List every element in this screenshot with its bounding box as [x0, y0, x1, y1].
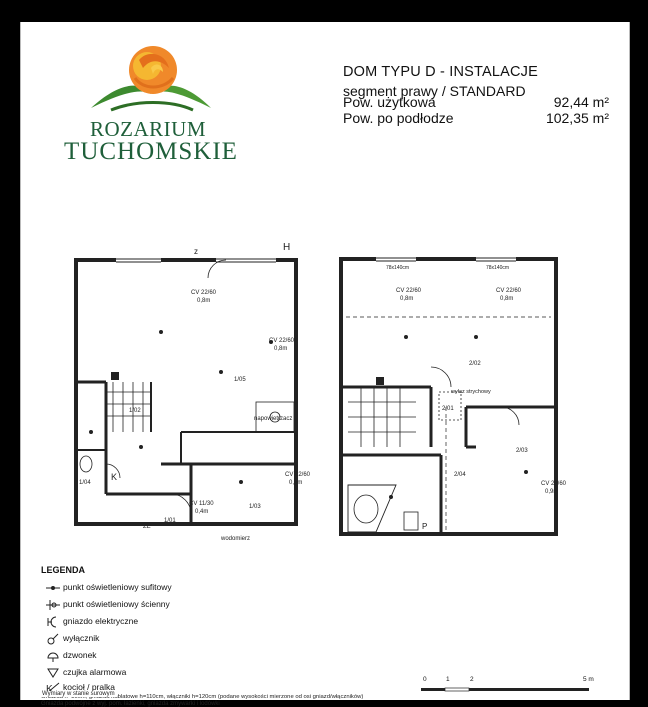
legend-item-label: punkt oświetleniowy sufitowy	[63, 582, 172, 592]
drawing-sheet: ROZARIUM TUCHOMSKIE DOM TYPU D - INSTALA…	[20, 22, 630, 707]
legend-item-label: gniazdo elektryczne	[63, 616, 139, 626]
alarm-sensor-icon	[47, 668, 59, 678]
rose-logo-icon	[91, 46, 211, 112]
bell-icon	[47, 652, 59, 662]
radiator-label: CV 22/60	[191, 290, 217, 296]
room-label: 2/03	[516, 448, 528, 454]
window-size-label: 78x140cm	[386, 265, 409, 271]
scale-tick: 0	[423, 676, 427, 683]
legend-title: LEGENDA	[41, 565, 86, 575]
z-label: z	[194, 247, 198, 256]
brand-name-line1: ROZARIUM	[89, 117, 206, 141]
scale-tick: 1	[446, 676, 450, 683]
radiator-label: CV 11/30	[189, 501, 214, 507]
svg-text:K: K	[46, 684, 53, 695]
scale-tick: 5 m	[583, 676, 594, 683]
ze-label: ZE	[143, 524, 151, 530]
legend-item-label: dzwonek	[63, 650, 97, 660]
note-double-sockets: Gniazda podwójne z wyj. pom. łazienki, g…	[41, 701, 220, 707]
switch-icon	[47, 633, 59, 645]
p-label: P	[422, 522, 427, 531]
page-title: DOM TYPU D - INSTALACJE	[343, 64, 539, 80]
scale-tick: 2	[470, 676, 474, 683]
room-label: 1/04	[79, 480, 91, 486]
radiator-height: 0,8m	[400, 296, 413, 302]
water-meter-label: wodomierz	[220, 536, 250, 542]
radiator-height: 0,6m	[289, 480, 302, 486]
radiator-label: CV 22/60	[496, 288, 522, 294]
legend-item: punkt oświetleniowy sufitowy	[46, 582, 323, 596]
page-subtitle: segment prawy / STANDARD	[343, 83, 526, 99]
legend-item: dzwonek	[47, 650, 323, 664]
legend-item: czujka alarmowa	[47, 667, 323, 681]
radiator-label: CV 22/60	[269, 338, 295, 344]
area-value-floor: 102,35 m²	[545, 110, 609, 126]
h-label: H	[283, 242, 290, 253]
hatch-label: wyłaz strychowy	[450, 389, 491, 395]
legend-item-label: czujka alarmowa	[63, 667, 127, 677]
room-label: 1/02	[129, 408, 141, 414]
radiator-label: CV 22/60	[285, 472, 311, 478]
vent-label: napowietrzacz	[254, 416, 292, 422]
room-label: 1/01	[164, 518, 176, 524]
legend-item-label: punkt oświetleniowy ścienny	[63, 599, 170, 609]
radiator-height: 0,4m	[195, 509, 208, 515]
window-size-label: 78x140cm	[486, 265, 509, 271]
radiator-height: 0,8m	[197, 298, 210, 304]
brand-name-line2: TUCHOMSKIE	[64, 138, 238, 165]
room-label: 2/04	[454, 472, 466, 478]
ceiling-light-icon	[46, 586, 60, 590]
scale-bar	[421, 687, 589, 692]
socket-icon	[47, 616, 57, 628]
room-label: 2/02	[469, 361, 481, 367]
wall-light-icon	[46, 600, 60, 610]
radiator-label: CV 22/60	[396, 288, 422, 294]
radiator-label: CV 22/60	[541, 481, 567, 487]
legend-item: punkt oświetleniowy ścienny	[46, 599, 323, 613]
note-dimensions: Wymiary w stanie surowym	[40, 691, 117, 697]
legend-item: gniazdo elektryczne	[47, 616, 323, 630]
radiator-height: 0,8m	[500, 296, 513, 302]
upper-floor-plan: 2/02 2/01 2/03 2/04 CV 22/60 0,8m CV 22/…	[339, 256, 567, 536]
note-heights: Gniazda h=30cm, gniazda nablatowe h=110c…	[41, 694, 364, 700]
area-label-floor: Pow. po podłodze	[343, 110, 454, 126]
room-label: 1/03	[249, 504, 261, 510]
legend-item: wyłącznik	[47, 633, 323, 647]
radiator-height: 0,9m	[545, 489, 558, 495]
k-label: K	[111, 472, 117, 482]
ground-floor-plan: 1/05 1/02 1/04 1/03 1/01 CV 22/60 0,8m C…	[74, 242, 311, 542]
room-label: 1/05	[234, 377, 246, 383]
legend-item-label: wyłącznik	[63, 633, 100, 643]
area-label-usable: Pow. użytkowa	[343, 94, 436, 110]
legend-item-label: kocioł / pralka	[63, 682, 115, 692]
area-value-usable: 92,44 m²	[553, 94, 609, 110]
room-label: 2/01	[442, 406, 454, 412]
radiator-height: 0,8m	[274, 346, 287, 352]
